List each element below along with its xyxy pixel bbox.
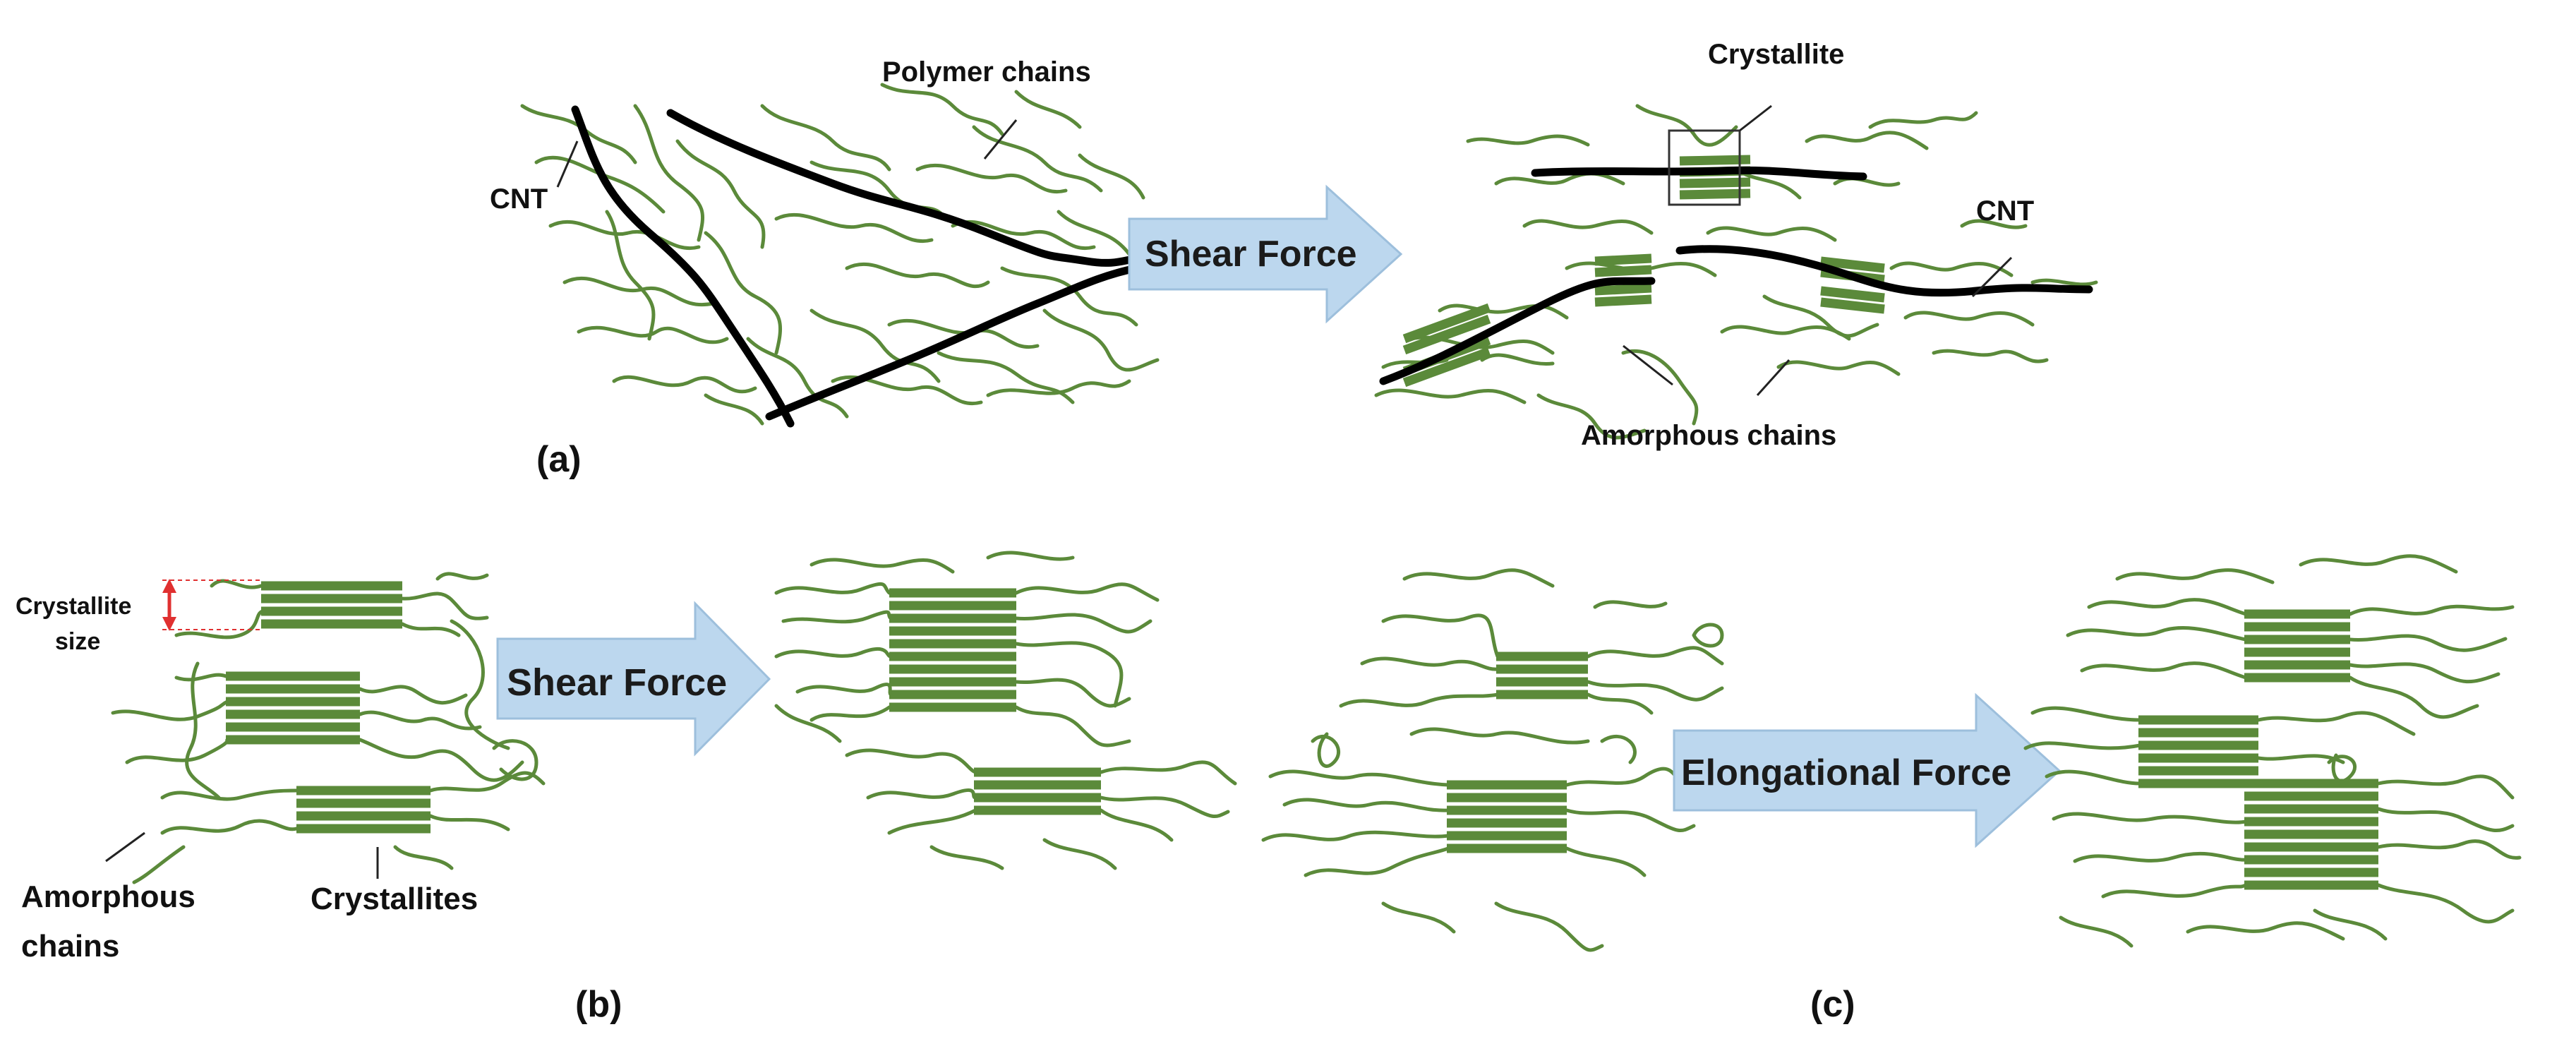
- label-cnt-left: CNT: [490, 184, 548, 215]
- polymer-chains-cluster-a-right: [1374, 104, 2098, 440]
- cnt-fiber: [666, 109, 1176, 267]
- crystallites-c-left: [1447, 651, 1588, 853]
- cnt-fiber: [765, 264, 1140, 421]
- amorphous-chains-b-left: [111, 572, 546, 884]
- crystallites-c-right: [2138, 609, 2378, 890]
- crystallite-highlight-box: [1668, 129, 1741, 206]
- leader-amorphous-b: [105, 831, 145, 863]
- elongational-force-arrow: Elongational Force: [1673, 692, 2062, 848]
- label-polymer-chains: Polymer chains: [882, 56, 1091, 88]
- label-amorphous-b-line2: chains: [21, 929, 119, 963]
- label-crystallites-b: Crystallites: [311, 882, 478, 916]
- leader-amorphous-a2: [1756, 359, 1790, 397]
- shear-force-arrow-a: Shear Force: [1128, 184, 1403, 324]
- panel-label-c: (c): [1810, 984, 1855, 1025]
- cnt-fiber: [1675, 245, 2093, 297]
- panel-b: Crystallite size Amorphous chains Crysta…: [16, 551, 1237, 1025]
- leader-polymer-chains: [983, 119, 1018, 160]
- leader-cnt-right: [1971, 256, 2013, 298]
- cnt-bundle-a-right: [1379, 166, 2093, 385]
- cnt-bundle-a-left: [571, 105, 1176, 428]
- leader-crystallite: [1739, 104, 1772, 132]
- crystallite-domain-a: [1594, 253, 1652, 307]
- amorphous-chains-c-right: [2023, 554, 2522, 948]
- label-crystallite-a: Crystallite: [1708, 39, 1844, 70]
- arrow-shape: [1128, 184, 1403, 324]
- label-cnt-right: CNT: [1976, 196, 2034, 227]
- arrow-shape: [496, 601, 771, 757]
- label-crystallite-size-line1: Crystallite: [16, 593, 131, 620]
- cnt-fiber: [571, 105, 795, 428]
- panel-c: Elongational Force: [1261, 554, 2522, 1025]
- label-crystallite-size-line2: size: [55, 628, 100, 655]
- panel-label-b: (b): [575, 984, 622, 1025]
- arrow-shape: [1673, 692, 2062, 848]
- leader-cnt-left: [556, 140, 579, 188]
- panel-label-a: (a): [536, 439, 582, 480]
- cnt-fiber: [1531, 166, 1867, 181]
- cnt-fiber: [1379, 277, 1656, 385]
- label-amorphous-b-line1: Amorphous: [21, 879, 195, 914]
- shear-force-label-a: Shear Force: [1145, 234, 1357, 275]
- crystallites-b-left: [226, 581, 431, 834]
- shear-force-label-b: Shear Force: [507, 661, 727, 704]
- polymer-chains-cluster-a-left: [520, 83, 1174, 426]
- elongational-force-label: Elongational Force: [1681, 752, 2011, 793]
- label-amorphous-chains-a: Amorphous chains: [1581, 420, 1836, 451]
- amorphous-chains-c-left: [1261, 568, 1724, 952]
- amorphous-chains-b-right: [774, 551, 1237, 870]
- shear-force-arrow-b: Shear Force: [496, 601, 771, 757]
- leader-amorphous-a1: [1623, 344, 1673, 386]
- panel-a: Polymer chains CNT Shear Force: [490, 39, 2098, 480]
- crystallites-b-right: [889, 588, 1101, 815]
